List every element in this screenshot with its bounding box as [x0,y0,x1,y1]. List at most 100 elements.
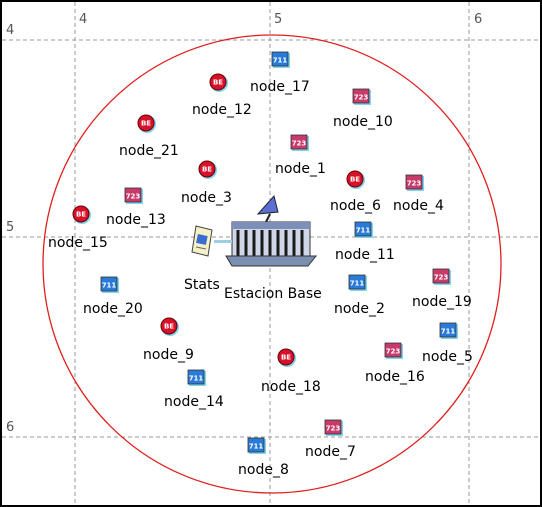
network-node[interactable]: BE node_3 [181,160,232,206]
node-label: node_15 [48,235,108,251]
y-tick-labels: 4 5 6 [6,23,14,435]
network-node[interactable]: 723 node_7 [305,419,356,460]
node-label: node_17 [250,79,310,95]
g723-node-icon: 723 [432,268,451,285]
node-label: node_2 [334,301,385,317]
node-badge-text: 711 [102,282,117,290]
node-label: node_6 [330,198,381,214]
node-badge-text: BE [164,323,174,331]
network-node[interactable]: BE node_21 [119,114,179,159]
g723-node-icon: 723 [405,174,424,191]
base-station-building-icon [214,194,318,267]
base-station-label: Estacion Base [224,286,322,302]
g711-node-icon: 711 [247,437,266,454]
be-node-icon: BE [346,170,365,189]
network-node[interactable]: BE node_6 [330,170,381,214]
base-station[interactable]: Estacion Base [214,194,322,302]
network-node[interactable]: 723 node_19 [412,268,472,310]
y-tick-label: 5 [6,220,14,235]
node-badge-text: 711 [356,227,371,235]
g711-node-icon: 711 [271,51,290,68]
be-node-icon: BE [160,317,179,336]
node-badge-text: 711 [249,443,264,451]
g711-node-icon: 711 [354,221,373,238]
node-badge-text: 723 [126,193,141,201]
node-label: node_18 [261,379,321,395]
be-node-icon: BE [72,205,91,224]
network-node[interactable]: 711 node_14 [164,369,224,410]
node-badge-text: BE [76,211,86,219]
node-label: node_20 [83,301,143,317]
x-tick-label: 5 [274,12,282,27]
node-label: node_14 [164,394,224,410]
coverage-range-circle [42,34,502,494]
node-badge-text: BE [141,120,151,128]
be-node-icon: BE [137,114,156,133]
g723-node-icon: 723 [124,187,143,204]
network-node[interactable]: 711 node_20 [83,276,143,317]
node-badge-text: BE [281,354,291,362]
node-label: node_7 [305,444,356,460]
stats-document[interactable]: Stats [184,225,220,293]
node-label: node_1 [275,161,326,177]
g723-node-icon: 723 [352,88,371,105]
stats-document-icon [191,225,213,257]
node-badge-text: 711 [273,57,288,65]
node-label: node_4 [393,198,444,214]
node-badge-text: 723 [326,425,341,433]
x-tick-label: 6 [474,12,482,27]
network-node[interactable]: 711 node_8 [238,437,289,478]
be-node-icon: BE [277,348,296,367]
y-tick-label: 6 [6,420,14,435]
g711-node-icon: 711 [439,322,458,339]
node-badge-text: 723 [354,94,369,102]
network-node[interactable]: 711 node_11 [335,221,395,263]
node-badge-text: BE [350,176,360,184]
g711-node-icon: 711 [100,276,119,293]
node-badge-text: 711 [441,328,456,336]
network-node[interactable]: 723 node_16 [365,342,425,385]
node-badge-text: 723 [292,140,307,148]
node-label: node_19 [412,294,472,310]
node-label: node_21 [119,143,179,159]
node-label: node_3 [181,190,232,206]
y-tick-label: 4 [6,23,14,38]
g711-node-icon: 711 [348,274,367,291]
be-node-icon: BE [209,73,228,92]
x-tick-labels: 4 5 6 [79,12,482,27]
g723-node-icon: 723 [290,134,309,151]
x-tick-label: 4 [79,12,87,27]
node-label: node_16 [365,369,425,385]
node-badge-text: 723 [407,180,422,188]
network-node[interactable]: 711 node_17 [250,51,310,95]
network-node[interactable]: 723 node_10 [333,88,393,130]
node-badge-text: BE [213,79,223,87]
g711-node-icon: 711 [187,369,206,386]
network-node[interactable]: BE node_15 [48,205,108,251]
node-label: node_10 [333,114,393,130]
node-badge-text: 711 [350,280,365,288]
node-badge-text: 723 [434,274,449,282]
node-label: node_12 [192,102,252,118]
g723-node-icon: 723 [384,342,403,359]
node-badge-text: 723 [386,348,401,356]
network-node[interactable]: BE node_18 [261,348,321,395]
stats-label: Stats [184,277,220,293]
node-label: node_13 [106,212,166,228]
network-node[interactable]: BE node_12 [192,73,252,118]
node-label: node_11 [335,247,395,263]
network-node[interactable]: 711 node_5 [422,322,473,365]
node-label: node_8 [238,462,289,478]
g723-node-icon: 723 [324,419,343,436]
network-node[interactable]: 723 node_1 [275,134,326,177]
be-node-icon: BE [198,160,217,179]
network-node[interactable]: 711 node_2 [334,274,385,317]
network-node[interactable]: 723 node_4 [393,174,444,214]
node-label: node_5 [422,349,473,365]
node-badge-text: BE [202,166,212,174]
node-badge-text: 711 [189,375,204,383]
network-node[interactable]: 723 node_13 [106,187,166,228]
